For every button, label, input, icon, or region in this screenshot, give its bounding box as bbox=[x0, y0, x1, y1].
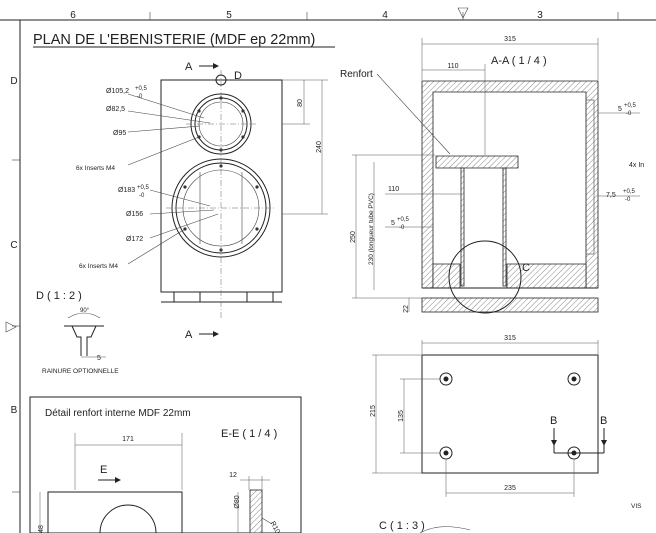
dim-5-left: 5 bbox=[391, 220, 395, 227]
dim-22: 22 bbox=[403, 305, 410, 313]
dim-315-bottom: 315 bbox=[504, 335, 516, 342]
dim-110-inner: 110 bbox=[388, 186, 399, 193]
dim-7-5-tol-dn: -0 bbox=[625, 197, 631, 203]
dim-d95: Ø95 bbox=[113, 130, 126, 137]
dim-r10: R10 bbox=[269, 520, 281, 533]
detail-renfort-view: Détail renfort interne MDF 22mm E-E ( 1 … bbox=[29, 396, 302, 533]
dim-240: 240 bbox=[316, 141, 323, 153]
dim-135: 135 bbox=[398, 410, 405, 422]
section-b-left: B bbox=[550, 415, 557, 427]
dim-5-right-tol-up: +0,5 bbox=[624, 103, 637, 109]
dim-d172: Ø172 bbox=[126, 236, 143, 243]
dim-250: 250 bbox=[350, 231, 357, 243]
dim-d183-tol-dn: -0 bbox=[139, 193, 145, 199]
dim-215: 215 bbox=[370, 405, 377, 417]
section-aa-title: A-A ( 1 / 4 ) bbox=[491, 55, 547, 67]
detail-d-angle: 90° bbox=[80, 308, 90, 314]
vis-label: VIS bbox=[631, 503, 642, 510]
dim-5-left-tol-dn: -0 bbox=[399, 225, 405, 231]
dim-235: 235 bbox=[504, 485, 516, 492]
sheet-frame: 6 5 4 3 D C B bbox=[0, 7, 656, 533]
drawing-title: PLAN DE L'EBENISTERIE (MDF ep 22mm) bbox=[33, 32, 315, 48]
dim-5-right-tol-dn: -0 bbox=[626, 111, 632, 117]
section-ee-title: E-E ( 1 / 4 ) bbox=[221, 428, 277, 440]
front-view: A A D 80 240 Ø105,2 +0,5 -0 Ø82,5 bbox=[76, 61, 328, 341]
dim-d80: Ø80 bbox=[234, 495, 241, 508]
detail-d-marker: D bbox=[234, 70, 242, 82]
dim-80: 80 bbox=[297, 99, 304, 107]
detail-c-marker: C bbox=[522, 262, 530, 274]
column-label-5: 5 bbox=[226, 10, 232, 21]
dim-d105-tol-dn: -0 bbox=[137, 94, 143, 100]
section-a-bottom: A bbox=[185, 329, 193, 341]
inserts-top-label: 6x Inserts M4 bbox=[76, 165, 115, 172]
row-label-c: C bbox=[10, 240, 17, 251]
dim-d183: Ø183 bbox=[118, 187, 135, 194]
detail-renfort-title: Détail renfort interne MDF 22mm bbox=[45, 408, 191, 419]
bottom-view: 315 215 135 235 B B VIS bbox=[370, 335, 642, 510]
detail-d-title: D ( 1 : 2 ) bbox=[36, 290, 82, 302]
dim-12: 12 bbox=[229, 472, 237, 479]
row-label-d: D bbox=[10, 76, 17, 87]
detail-c-title: C ( 1 : 3 ) bbox=[379, 520, 425, 532]
dim-5-left-tol-up: +0,5 bbox=[397, 217, 410, 223]
dim-7-5: 7,5 bbox=[606, 192, 616, 199]
dim-d156: Ø156 bbox=[126, 211, 143, 218]
dim-171: 171 bbox=[122, 436, 134, 443]
inserts-right-label: 4x In bbox=[629, 162, 644, 169]
detail-d-width: 5 bbox=[97, 355, 101, 362]
dim-d183-tol-up: +0,5 bbox=[137, 185, 150, 191]
section-a-top: A bbox=[185, 61, 193, 73]
section-b-right: B bbox=[600, 415, 607, 427]
renfort-label: Renfort bbox=[340, 69, 373, 80]
dim-7-5-tol-up: +0,5 bbox=[623, 189, 636, 195]
column-label-3: 3 bbox=[537, 10, 543, 21]
dim-d105-tol-up: +0,5 bbox=[135, 86, 148, 92]
column-label-4: 4 bbox=[382, 10, 388, 21]
dim-110-top: 110 bbox=[447, 63, 458, 70]
dim-d82: Ø82,5 bbox=[106, 106, 125, 113]
dim-315-top: 315 bbox=[504, 36, 516, 43]
detail-d-view: D ( 1 : 2 ) 90° 5 RAINURE OPTIONNELLE bbox=[36, 290, 119, 375]
dim-d105: Ø105,2 bbox=[106, 88, 129, 95]
dim-230-pvc: 230 (longueur tube PVC) bbox=[368, 193, 375, 265]
section-aa-view: C Renfort A-A ( 1 / 4 ) 315 110 250 230 … bbox=[340, 36, 644, 314]
detail-d-caption: RAINURE OPTIONNELLE bbox=[42, 368, 119, 375]
dim-5-right: 5 bbox=[618, 106, 622, 113]
dim-48: 48 bbox=[38, 525, 45, 533]
inserts-bottom-label: 6x Inserts M4 bbox=[79, 263, 118, 270]
column-label-6: 6 bbox=[70, 10, 76, 21]
row-label-b: B bbox=[11, 405, 18, 416]
section-e-marker: E bbox=[100, 464, 107, 476]
